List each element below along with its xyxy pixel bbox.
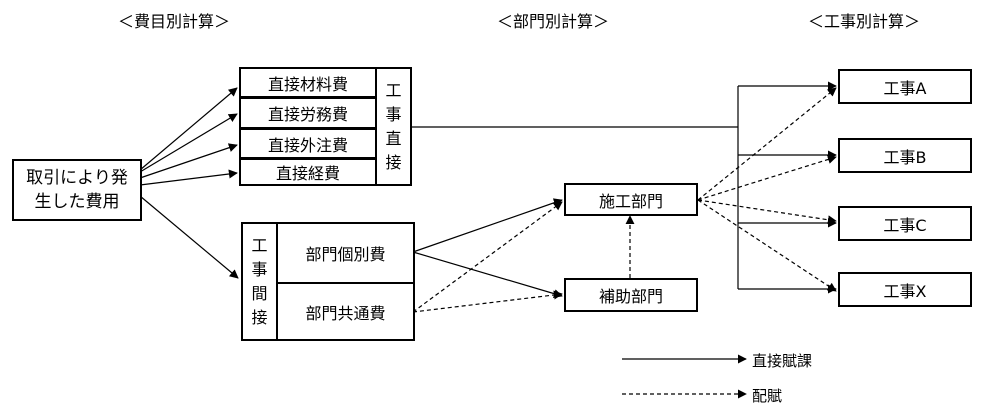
source-line-2: 生した費用 bbox=[34, 192, 120, 212]
arrow-source-to-indirect bbox=[139, 195, 239, 279]
header-expense-calc: ＜費目別計算＞ bbox=[118, 12, 231, 31]
arrow-common-to-production bbox=[412, 201, 563, 313]
arrow-production-to-job-x bbox=[697, 199, 837, 292]
source-line-1: 取引により発 bbox=[26, 168, 128, 188]
direct-labor-cost: 直接労務費 bbox=[239, 97, 377, 129]
job-direct-char-1: 工 bbox=[385, 80, 402, 100]
arrow-individual-to-support bbox=[412, 251, 563, 299]
department-individual-cost: 部門個別費 bbox=[276, 222, 415, 284]
arrow-common-to-support bbox=[412, 290, 563, 313]
direct-expense-cost: 直接経費 bbox=[239, 158, 377, 186]
job-indirect-char-1: 工 bbox=[251, 235, 268, 255]
support-department: 補助部門 bbox=[564, 278, 698, 312]
job-a: 工事A bbox=[838, 69, 972, 104]
job-x: 工事X bbox=[838, 272, 972, 307]
arrow-source-to-expenses bbox=[139, 169, 238, 186]
arrow-production-to-job-b bbox=[697, 155, 837, 201]
job-c: 工事C bbox=[838, 206, 972, 241]
department-common-cost: 部門共通費 bbox=[276, 282, 415, 341]
source-cost-box: 取引により発 生した費用 bbox=[12, 159, 142, 221]
job-indirect-char-4: 接 bbox=[251, 307, 268, 327]
arrow-source-to-outsourcing bbox=[139, 143, 238, 179]
job-indirect-label: 工 事 間 接 bbox=[241, 222, 278, 341]
job-direct-char-3: 直 bbox=[385, 128, 402, 148]
arrow-source-to-labor bbox=[139, 113, 238, 173]
arrow-source-to-material bbox=[139, 87, 238, 171]
arrow-production-to-job-a bbox=[697, 87, 837, 201]
direct-outsourcing-cost: 直接外注費 bbox=[239, 128, 377, 159]
direct-material-cost: 直接材料費 bbox=[239, 67, 377, 98]
job-indirect-char-2: 事 bbox=[251, 259, 268, 279]
legend-allocation-label: 配賦 bbox=[752, 387, 783, 405]
job-direct-char-4: 接 bbox=[385, 152, 402, 172]
arrow-production-to-job-c bbox=[697, 199, 837, 225]
job-indirect-char-3: 間 bbox=[251, 283, 268, 303]
arrow-individual-to-production bbox=[412, 198, 563, 253]
production-department: 施工部門 bbox=[564, 183, 698, 216]
legend-direct-label: 直接賦課 bbox=[752, 352, 813, 370]
header-department-calc: ＜部門別計算＞ bbox=[497, 12, 610, 31]
job-b: 工事B bbox=[838, 138, 972, 173]
job-direct-label: 工 事 直 接 bbox=[375, 67, 412, 186]
job-direct-char-2: 事 bbox=[385, 104, 402, 124]
header-job-calc: ＜工事別計算＞ bbox=[808, 12, 921, 31]
